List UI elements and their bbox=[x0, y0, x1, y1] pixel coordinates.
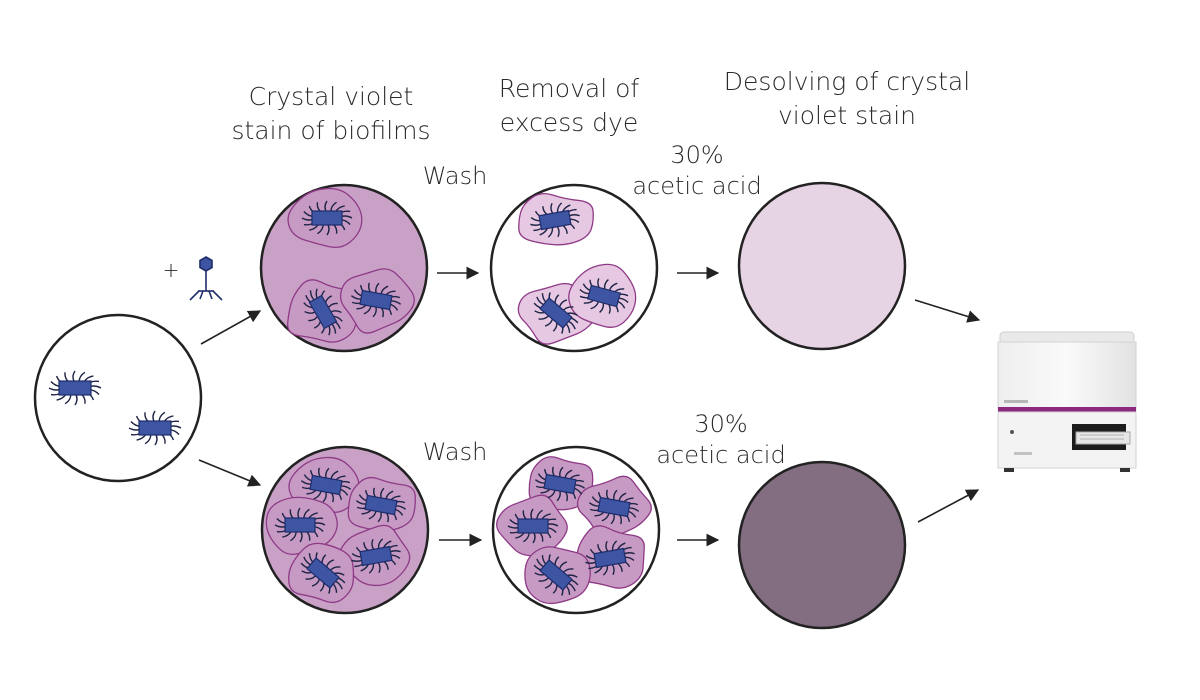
biofilm-clusters-control-stained bbox=[265, 456, 416, 604]
bacterium-icon bbox=[534, 466, 586, 502]
biofilm-clusters-control-washed bbox=[496, 456, 652, 605]
dissolved-stain-circle-light bbox=[737, 181, 907, 351]
bacterium-icon bbox=[351, 538, 401, 574]
bacterium-icon bbox=[579, 278, 629, 314]
wash-label-bottom: Wash bbox=[422, 438, 488, 466]
arrow-icon bbox=[200, 310, 262, 345]
bacterium-icon bbox=[350, 282, 402, 318]
arrow-icon bbox=[914, 299, 981, 323]
bacterium-icon bbox=[128, 410, 182, 446]
bacterium-icon bbox=[588, 489, 640, 525]
bacterium-icon bbox=[303, 288, 343, 336]
bacterium-icon bbox=[585, 540, 635, 576]
bacterium-icon bbox=[530, 202, 580, 238]
biofilm-clusters-phage-washed bbox=[517, 192, 637, 345]
bacterium-icon bbox=[48, 370, 102, 406]
biofilm-clusters-phage-stained bbox=[287, 187, 415, 343]
initial-culture-circle bbox=[33, 313, 203, 483]
bacterium-icon bbox=[533, 292, 579, 334]
bacterium-icon bbox=[300, 467, 352, 503]
acid-label-bottom: 30%acetic acid bbox=[656, 410, 786, 469]
wash-label-top: Wash bbox=[422, 162, 488, 190]
acid-label-top: 30%acetic acid bbox=[632, 141, 762, 200]
bacterium-icon bbox=[533, 554, 579, 596]
bacterium-icon bbox=[301, 200, 353, 236]
initial-bacteria bbox=[48, 370, 182, 446]
phage-icon bbox=[189, 256, 223, 301]
bacterium-icon bbox=[355, 487, 407, 523]
arrow-icon bbox=[198, 459, 262, 487]
bacterium-icon bbox=[300, 552, 346, 594]
plate-reader-icon bbox=[997, 331, 1137, 472]
bacterium-icon bbox=[274, 507, 326, 543]
dissolved-stain-circle-dark bbox=[737, 460, 907, 630]
bacterium-icon bbox=[507, 508, 559, 544]
arrow-icon bbox=[917, 489, 980, 523]
plus-sign: + bbox=[162, 258, 180, 282]
